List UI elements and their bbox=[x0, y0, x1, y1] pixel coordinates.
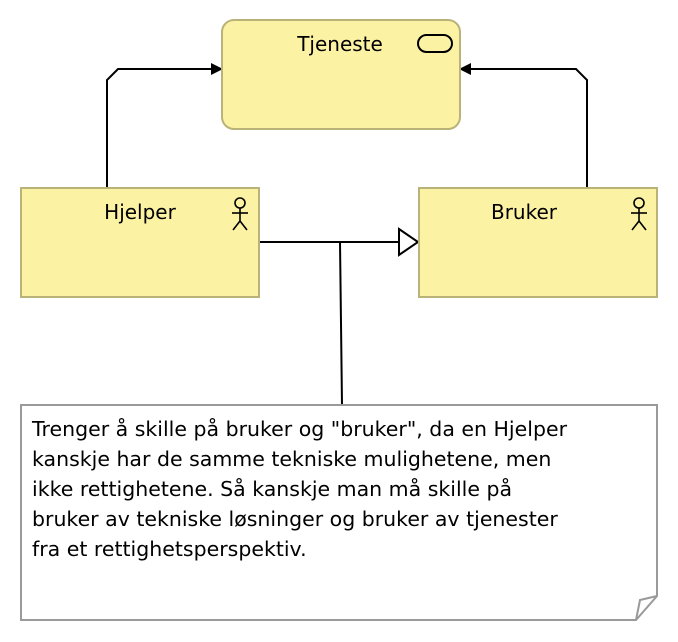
note-line: Trenger å skille på bruker og "bruker", … bbox=[32, 417, 567, 441]
hjelper-label: Hjelper bbox=[104, 200, 176, 224]
relation-bruker-tjeneste[interactable] bbox=[459, 63, 588, 188]
relation-hjelper-tjeneste[interactable] bbox=[106, 63, 223, 188]
note-text: Trenger å skille på bruker og "bruker", … bbox=[32, 414, 652, 564]
note-fold bbox=[635, 595, 658, 621]
hjelper-node[interactable]: Hjelper bbox=[20, 187, 260, 298]
actor-icon bbox=[232, 197, 248, 231]
note-box[interactable] bbox=[20, 404, 658, 621]
note-line: kanskje har de samme tekniske muligheten… bbox=[32, 447, 552, 471]
note-line: bruker av tekniske løsninger og bruker a… bbox=[32, 507, 558, 531]
bruker-label: Bruker bbox=[491, 200, 558, 224]
specialization-arrowhead bbox=[398, 227, 420, 257]
service-icon bbox=[417, 34, 453, 53]
note-line: ikke rettighetene. Så kanskje man må ski… bbox=[32, 477, 513, 501]
actor-icon bbox=[631, 197, 647, 231]
note-connector[interactable] bbox=[339, 241, 343, 406]
bruker-node[interactable]: Bruker bbox=[418, 187, 658, 298]
tjeneste-label: Tjeneste bbox=[296, 32, 383, 56]
tjeneste-node[interactable]: Tjeneste bbox=[221, 19, 461, 130]
note-line: fra et rettighetsperspektiv. bbox=[32, 537, 307, 561]
